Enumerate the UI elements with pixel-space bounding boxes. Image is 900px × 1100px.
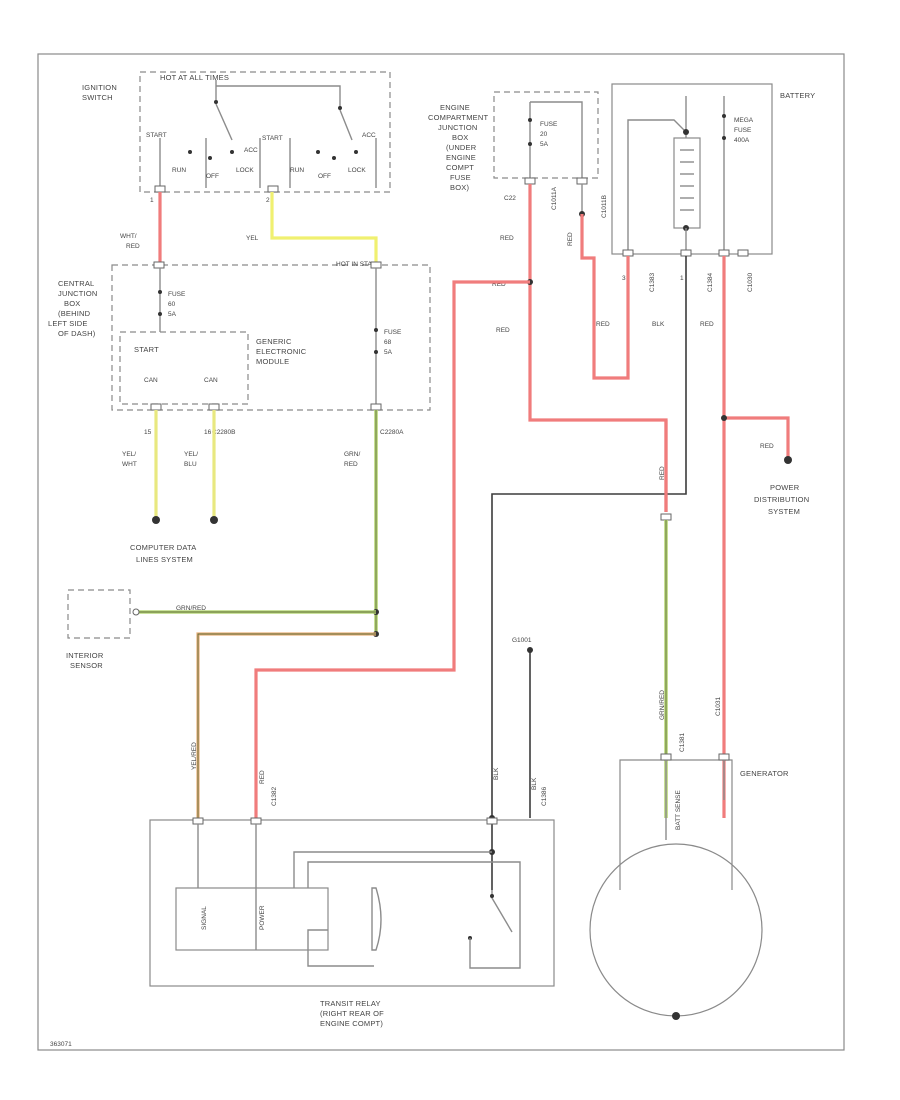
wire-yel-red: YEL/RED	[191, 742, 198, 770]
transit-relay-label: TRANSIT RELAY (RIGHT REAR OF ENGINE COMP…	[320, 999, 386, 1028]
conn-1: 1	[150, 197, 154, 204]
wire-red-7: RED	[700, 321, 714, 328]
wire-blk-2: BLK	[493, 767, 500, 780]
computer-data-label: COMPUTER DATA LINES SYSTEM	[130, 543, 198, 564]
conn-c1384: C1384	[707, 272, 714, 292]
hot-at-all-times-label: HOT AT ALL TIMES	[160, 73, 229, 82]
conn-1b: 1	[680, 275, 684, 282]
conn-c1031: C1031	[715, 696, 722, 716]
conn-c1386: C1386	[541, 786, 548, 806]
wire-grn-red-3: RED	[659, 466, 666, 480]
conn-c1030: C1030	[747, 272, 754, 292]
off-left: OFF	[206, 173, 219, 180]
gem-box	[119, 331, 249, 405]
generator: GENERATOR BATT SENSE	[589, 753, 789, 1020]
relay-coil-box	[175, 887, 329, 951]
central-junction-label: CENTRAL JUNCTION BOX (BEHIND LEFT SIDE O…	[48, 279, 100, 338]
gem-can-left: CAN	[144, 377, 158, 384]
wire-red-1: RED	[567, 232, 574, 246]
lock-left: LOCK	[236, 167, 254, 174]
diagram-frame	[37, 53, 845, 1051]
conn-c2280a: C2280A	[380, 429, 404, 436]
conn-c1381: C1381	[679, 732, 686, 752]
wire-red-6: RED	[259, 770, 266, 784]
fuse-top: FUSE 20 5A	[540, 121, 559, 148]
battery: BATTERY MEGA FUSE 400A	[611, 83, 815, 257]
fuse-cjb-right: FUSE 68 5A	[384, 329, 403, 356]
acc-left: ACC	[244, 147, 258, 154]
wire-red-pd: RED	[760, 443, 774, 450]
signal-label: SIGNAL	[201, 906, 208, 930]
wire-yel-wht: YEL/ WHT	[122, 451, 138, 468]
gem-can-right: CAN	[204, 377, 218, 384]
ignition-switch-label: IGNITION SWITCH	[82, 83, 119, 102]
conn-c1011b: C1011B	[601, 195, 608, 218]
conn-c22: C22	[504, 195, 516, 202]
generator-label: GENERATOR	[740, 769, 789, 778]
run-right: RUN	[290, 167, 304, 174]
wire-wht-red: WHT/ RED	[120, 233, 140, 250]
lock-right: LOCK	[348, 167, 366, 174]
power-distribution-label: POWER DISTRIBUTION SYSTEM	[754, 483, 812, 516]
wire-grn-red-4: GRN/RED	[659, 690, 666, 720]
interior-sensor	[67, 589, 131, 639]
wire-yel-blu: YEL/ BLU	[184, 451, 200, 468]
run-left: RUN	[172, 167, 186, 174]
interior-sensor-label: INTERIOR SENSOR	[66, 651, 106, 670]
gem-start: START	[134, 345, 159, 354]
wire-blk: BLK	[652, 321, 665, 328]
conn-c1011a: C1011A	[551, 186, 558, 210]
start-left: START	[146, 132, 167, 139]
generator-body	[589, 843, 763, 1017]
fuse-cjb-left: FUSE 60 5A	[168, 291, 187, 318]
acc-right: ACC	[362, 132, 376, 139]
wire-red-5: RED	[492, 281, 506, 288]
wire-red-3: RED	[596, 321, 610, 328]
mega-fuse: MEGA FUSE 400A	[734, 117, 755, 144]
hot-in-start-label: HOT IN START	[336, 261, 380, 268]
conn-3: 3	[622, 275, 626, 282]
off-right: OFF	[318, 173, 331, 180]
central-junction-box: CENTRAL JUNCTION BOX (BEHIND LEFT SIDE O…	[48, 261, 431, 411]
wire-blk-g: BLK	[531, 777, 538, 790]
gem-label: GENERIC ELECTRONIC MODULE	[256, 337, 309, 366]
ignition-switch: IGNITION SWITCH HOT AT ALL TIMES START A…	[82, 71, 391, 204]
conn-c1383: C1383	[649, 272, 656, 292]
g1001-label: G1001	[512, 637, 532, 644]
ignition-switch-box	[139, 71, 391, 193]
engine-compartment-junction-box: ENGINE COMPARTMENT JUNCTION BOX (UNDER E…	[428, 91, 599, 192]
battery-cells	[673, 137, 701, 229]
wire-yel: YEL	[246, 235, 259, 242]
diagram-code: 363071	[50, 1041, 72, 1048]
conn-c1382: C1382	[271, 786, 278, 806]
conn-16: 16	[204, 429, 212, 436]
conn-2: 2	[266, 197, 270, 204]
battery-label: BATTERY	[780, 91, 815, 100]
power-label: POWER	[259, 905, 266, 930]
wire-red-4: RED	[496, 327, 510, 334]
wire-grn-red-2: GRN/RED	[176, 605, 206, 612]
conn-c2280b: C2280B	[212, 429, 236, 436]
transit-relay: SIGNAL POWER TRANSIT RELAY (RIGHT REAR O…	[149, 817, 555, 1028]
conn-15: 15	[144, 429, 152, 436]
start-right: START	[262, 135, 283, 142]
wire-red-2: RED	[500, 235, 514, 242]
wire-grn-red: GRN/ RED	[344, 451, 362, 468]
engine-compartment-label: ENGINE COMPARTMENT JUNCTION BOX (UNDER E…	[428, 103, 490, 192]
batt-sense-label: BATT SENSE	[675, 789, 682, 830]
